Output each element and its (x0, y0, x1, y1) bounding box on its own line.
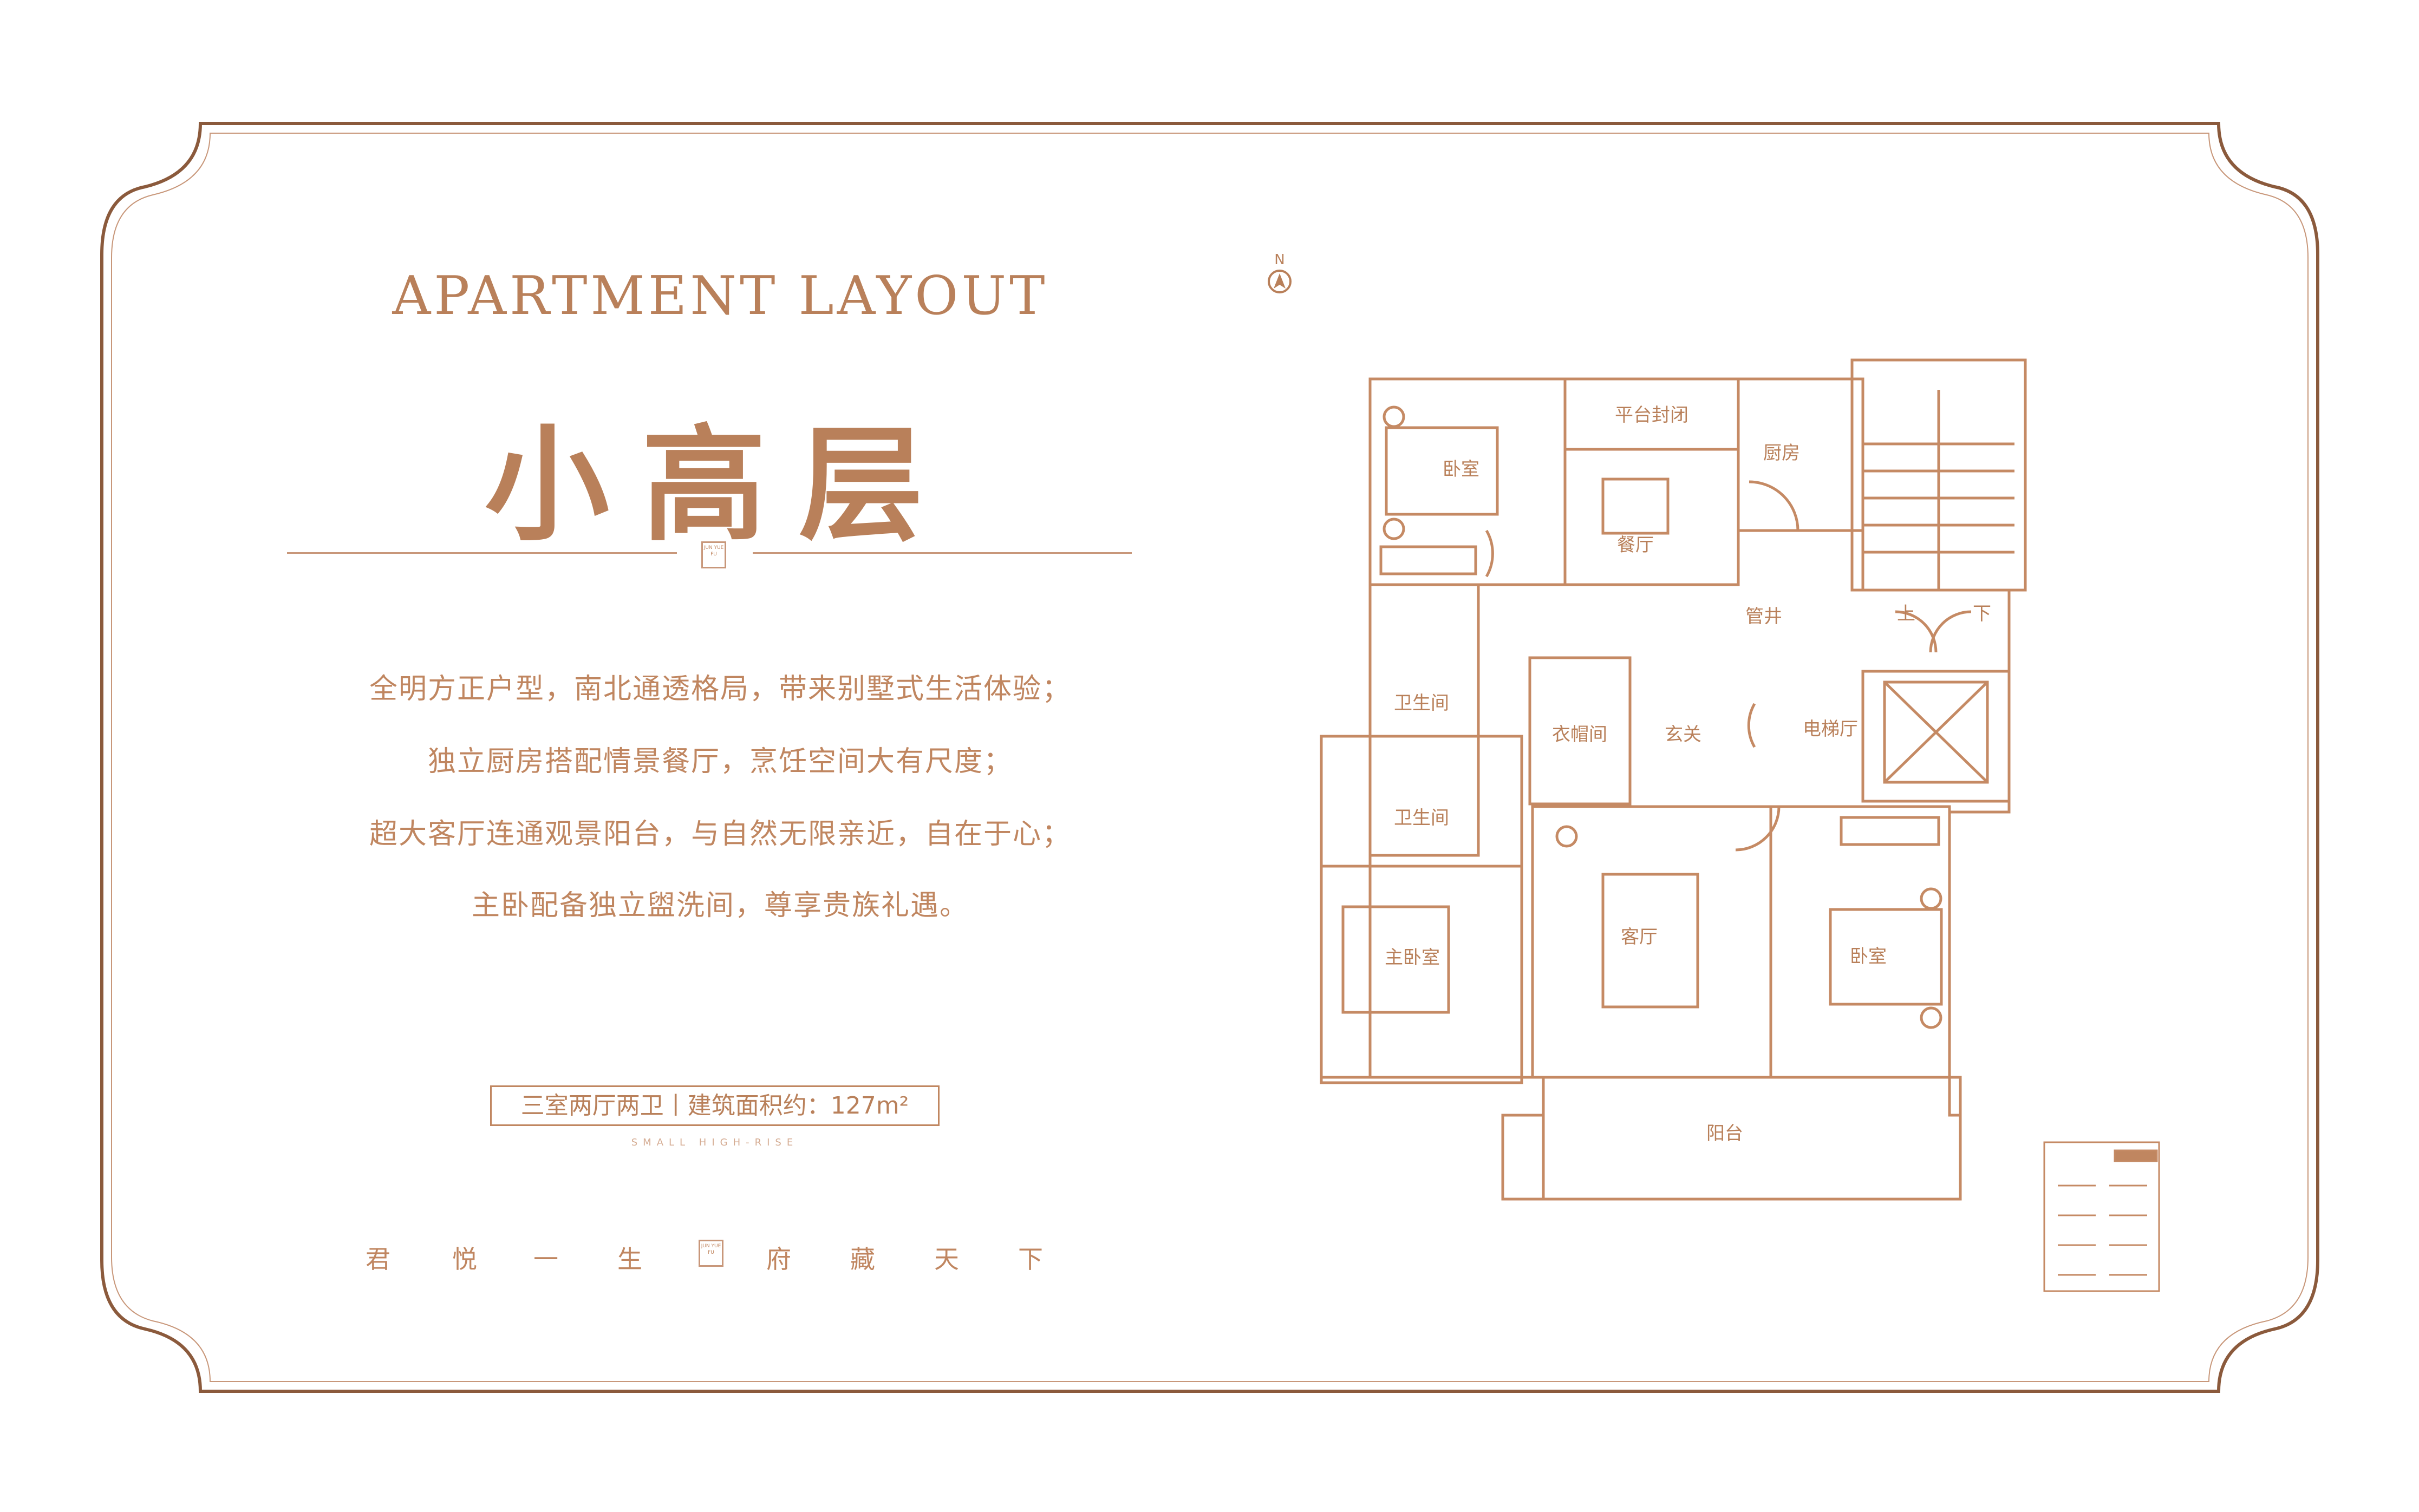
slogan-char-6: 藏 (850, 1245, 875, 1274)
unit-subtitle: SMALL HIGH-RISE (631, 1137, 799, 1148)
slogan-char-7: 天 (934, 1245, 959, 1274)
room-bath-1: 卫生间 (1394, 692, 1449, 714)
room-bedroom-nw: 卧室 (1443, 459, 1479, 480)
room-pipe: 管井 (1745, 606, 1782, 627)
slogan-char-2: 悦 (452, 1245, 477, 1274)
room-entrance: 玄关 (1665, 724, 1701, 745)
slogan-char-4: 生 (617, 1245, 642, 1274)
title-en: APARTMENT LAYOUT (392, 265, 1048, 327)
separator-right (753, 552, 1132, 554)
room-living: 客厅 (1621, 926, 1658, 948)
room-dining: 餐厅 (1617, 534, 1654, 556)
room-master-bedroom: 主卧室 (1385, 947, 1440, 968)
unit-spec-box: 三室两厅两卫丨建筑面积约：127m² (490, 1085, 940, 1126)
separator-left (287, 552, 677, 554)
room-closet: 衣帽间 (1552, 724, 1607, 745)
slogan-char-8: 下 (1018, 1245, 1043, 1274)
description-line-2: 独立厨房搭配情景餐厅，烹饪空间大有尺度； (427, 745, 1013, 778)
compass-label: N (1274, 252, 1285, 268)
seal-icon: JUN YUE FU (701, 541, 726, 568)
description-line-1: 全明方正户型，南北通透格局，带来别墅式生活体验； (369, 673, 1071, 705)
slogan-char-3: 一 (533, 1245, 558, 1274)
room-bedroom-se: 卧室 (1850, 946, 1887, 967)
label-down: 下 (1973, 603, 1991, 625)
slogan-seal-icon: JUN YUE FU (699, 1240, 723, 1267)
title-cn: 小高层 (484, 412, 956, 558)
room-bath-2: 卫生间 (1394, 807, 1449, 829)
label-up: 上 (1897, 603, 1915, 625)
room-kitchen: 厨房 (1763, 442, 1800, 464)
description-line-4: 主卧配备独立盥洗间，尊享贵族礼遇。 (471, 889, 969, 922)
room-balcony: 阳台 (1706, 1123, 1743, 1144)
compass: N (1268, 252, 1292, 293)
room-platform: 平台封闭 (1615, 404, 1688, 426)
key-plan-thumbnail (2043, 1141, 2160, 1292)
slogan-char-1: 君 (366, 1245, 390, 1274)
slogan-char-5: 府 (766, 1245, 791, 1274)
description-line-3: 超大客厅连通观景阳台，与自然无限亲近，自在于心； (369, 818, 1071, 850)
room-elevator-hall: 电梯厅 (1803, 718, 1858, 740)
